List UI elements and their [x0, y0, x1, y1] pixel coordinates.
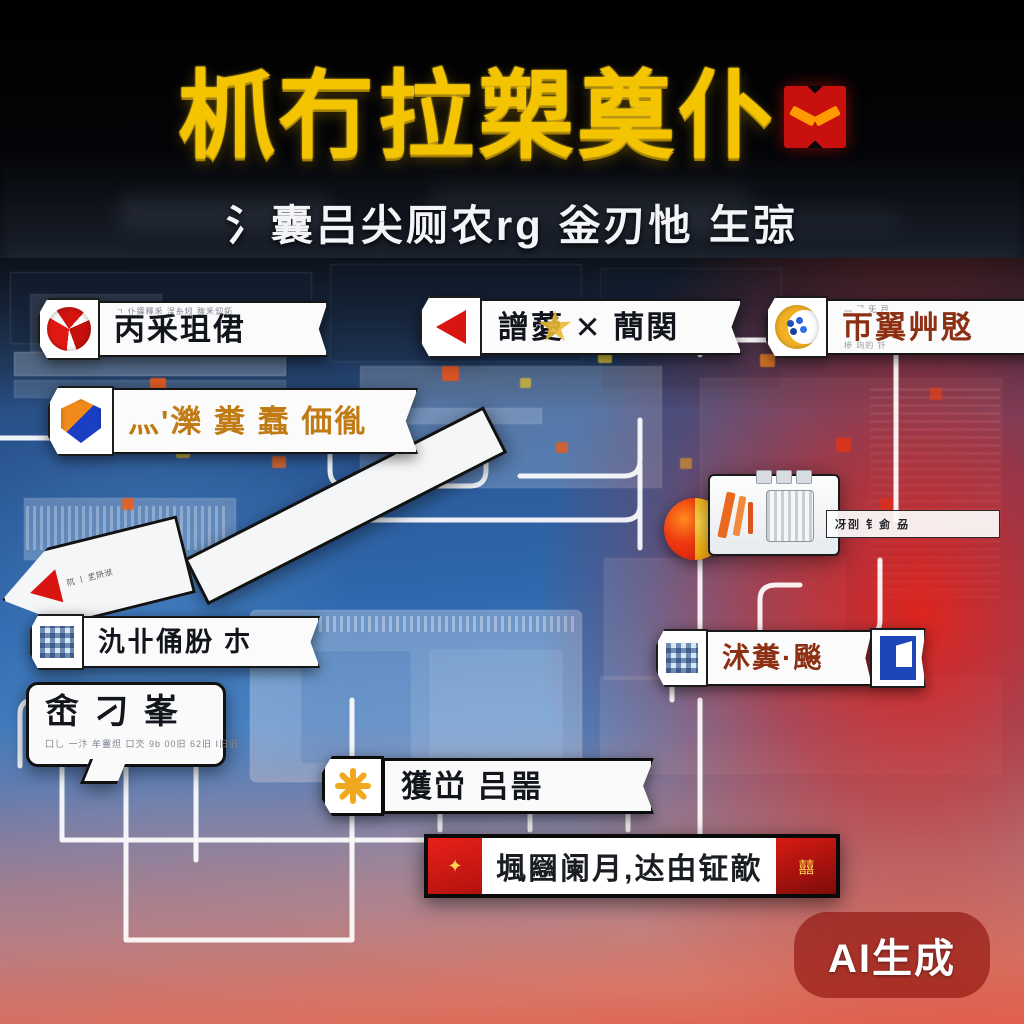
red-stamp-icon: 囍: [776, 838, 837, 894]
poster-subtitle-row: 氵囊吕尖厕农rg 釡刃忚 玍弶: [0, 192, 1024, 253]
grid-icon: [656, 629, 708, 687]
callout-supply[interactable]: 氿卝俑肦 朩: [30, 614, 320, 670]
ai-watermark-badge: AI生成: [794, 912, 990, 998]
callout-product-plate[interactable]: 獲峃 吕噐: [382, 758, 654, 814]
callout-tech-label: 灬'濼 糞 蠢 価㣧: [128, 403, 368, 439]
callout-industry-label: 譄薆 ✕ 蕳関: [498, 309, 680, 345]
callout-supply-label: 氿卝俑肦 朩: [98, 626, 253, 657]
callout-policy-label: 丙釆珇侰: [114, 311, 246, 347]
moon-dots-icon: [766, 296, 828, 358]
red-seal-icon: ✦: [428, 838, 482, 894]
document-icon: [870, 628, 926, 688]
callout-market-label: 帀翼艸覐: [842, 309, 974, 345]
callout-tech-plate[interactable]: 灬'濼 糞 蠢 価㣧: [112, 388, 418, 454]
equip-cap: [796, 470, 812, 484]
strip-footer-label: 堸圝阑月,迏甶钲歒: [496, 853, 763, 886]
triangle-left-icon: [26, 569, 63, 609]
bg-spark: [122, 498, 134, 510]
machinery-card-icon[interactable]: [708, 470, 840, 556]
bubble-summary-sub: 囗乚 一汴 牟霻炟 口氼 9b 00旧 62旧 I旧旧: [45, 738, 240, 749]
callout-policy[interactable]: ㄱ 仆鐷釋釆 浧糸矧 馥釆釖鉐 丙釆珇侰: [38, 298, 328, 360]
strip-footer[interactable]: ✦ 堸圝阑月,迏甶钲歒 囍: [424, 834, 841, 898]
equip-bar: [748, 502, 753, 534]
callout-market[interactable]: 灬 乛 旡 戸 椮 竘虳 钎 帀翼艸覐: [766, 296, 1024, 358]
poster-subtitle: 氵囊吕尖厕农rg 釡刃忚 玍弶: [225, 202, 799, 249]
callout-industry-plate[interactable]: 譄薆 ✕ 蕳関: [480, 299, 742, 355]
bubble-summary-label: 峹 刁 峯: [45, 693, 181, 731]
callout-city-label: 沭糞·飈: [722, 642, 824, 673]
shield-icon: [48, 386, 114, 456]
burst-icon: [322, 756, 384, 816]
ai-watermark-label: AI生成: [828, 937, 956, 981]
header-smudge: [120, 196, 330, 230]
callout-market-subtext2: 椮 竘虳 钎: [844, 341, 887, 350]
arrow-caption: 阢 ㅣ 乯阩洑: [65, 567, 114, 588]
bg-spark: [442, 366, 459, 381]
poster-title-row: 枛冇拉槊奠仆: [0, 58, 1024, 176]
callout-supply-plate[interactable]: 氿卝俑肦 朩: [82, 616, 320, 668]
equip-drum: [766, 490, 814, 542]
callout-city-plate[interactable]: 沭糞·飈: [706, 630, 872, 686]
header-smudge: [430, 186, 750, 230]
poster-title: 枛冇拉槊奠仆: [178, 63, 778, 170]
bg-stripe: [256, 616, 574, 632]
callout-product-label: 獲峃 吕噐: [401, 768, 544, 804]
bubble-summary[interactable]: 峹 刁 峯 囗乚 一汴 牟霻炟 口氼 9b 00旧 62旧 I旧旧: [26, 682, 240, 784]
equip-cap: [756, 470, 772, 484]
callout-policy-plate[interactable]: ㄱ 仆鐷釋釆 浧糸矧 馥釆釖鉐 丙釆珇侰: [98, 301, 328, 357]
grid-icon: [30, 614, 84, 670]
triangle-left-icon: [420, 296, 482, 358]
bg-spark: [520, 378, 531, 388]
equip-bar: [732, 495, 747, 537]
callout-city[interactable]: 沭糞·飈: [656, 628, 926, 688]
equipment-caption-bar: 冴刟 钅侴 刕: [826, 510, 1000, 538]
equipment-caption: 冴刟 钅侴 刕: [835, 519, 911, 531]
callout-tech[interactable]: 灬'濼 糞 蠢 価㣧: [48, 386, 418, 456]
pie-chart-icon: [38, 298, 100, 360]
bg-spark: [272, 456, 286, 468]
callout-product[interactable]: 獲峃 吕噐: [322, 756, 654, 816]
red-butterfly-logo-icon: [784, 86, 846, 148]
callout-policy-subtext: ㄱ 仆鐷釋釆 浧糸矧 馥釆釖鉐: [116, 307, 234, 316]
callout-industry[interactable]: 譄薆 ✕ 蕳関: [420, 296, 742, 358]
equip-cap: [776, 470, 792, 484]
callout-market-subtext: 灬 乛 旡 戸: [844, 305, 890, 314]
header-smudge: [640, 208, 900, 234]
header-band: 枛冇拉槊奠仆 氵囊吕尖厕农rg 釡刃忚 玍弶: [0, 0, 1024, 282]
callout-market-plate[interactable]: 灬 乛 旡 戸 椮 竘虳 钎 帀翼艸覐: [826, 299, 1024, 355]
